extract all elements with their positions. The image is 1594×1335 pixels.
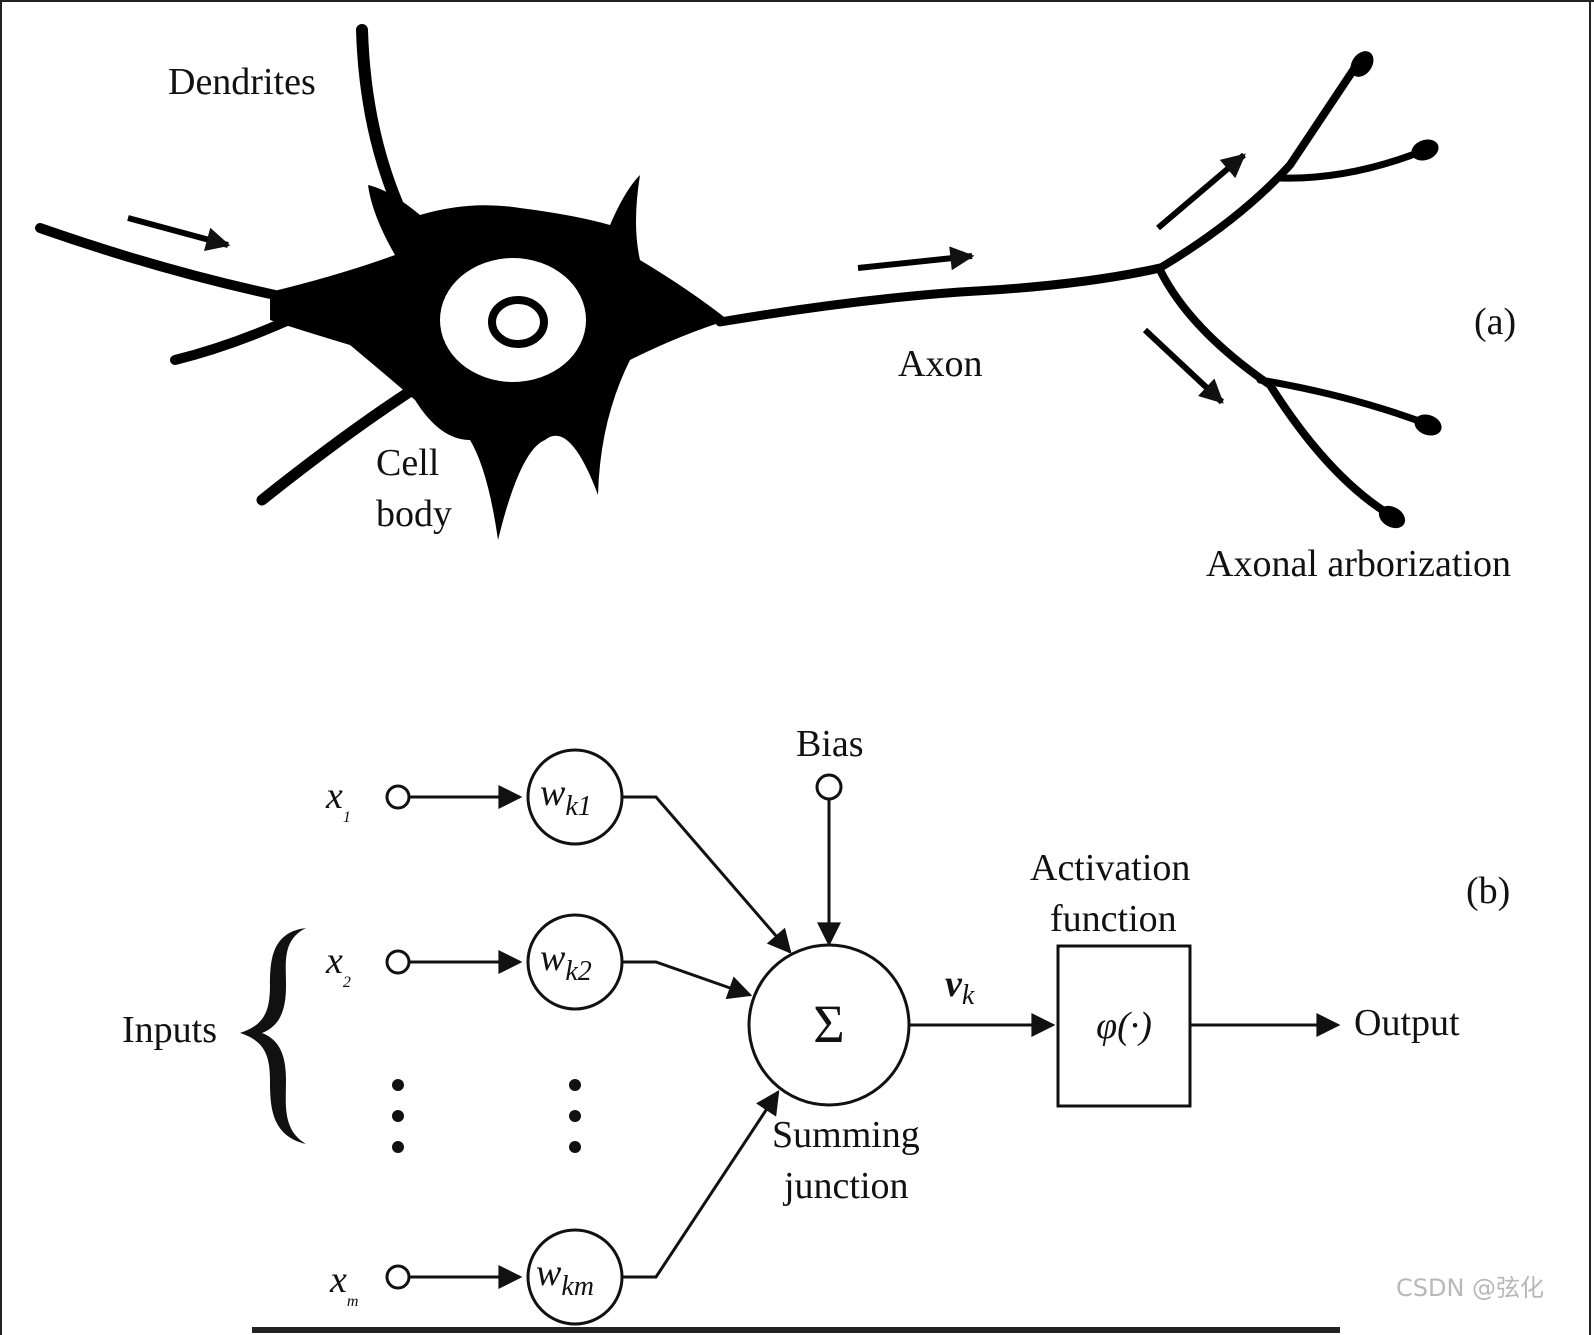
label-axon: Axon bbox=[898, 343, 982, 385]
label-inputs: Inputs bbox=[122, 1009, 217, 1051]
input-terminal-m bbox=[385, 1264, 411, 1290]
label-activation-line1: Activation bbox=[1030, 847, 1190, 889]
weight-label-km: wkm bbox=[536, 1252, 594, 1302]
biological-neuron bbox=[35, 24, 1442, 540]
dendrite-left bbox=[35, 223, 280, 300]
ellipsis-dot bbox=[392, 1110, 404, 1122]
arbor-branch-upper bbox=[1156, 56, 1364, 272]
arbor-branch-lower-side bbox=[1256, 376, 1434, 429]
ellipsis-dot bbox=[392, 1079, 404, 1091]
input-terminal-1 bbox=[385, 784, 411, 810]
arbor-branch-upper-side bbox=[1276, 146, 1429, 182]
ellipsis-dot bbox=[569, 1110, 581, 1122]
arbor-branch-lower bbox=[1156, 266, 1399, 522]
terminal-bouton bbox=[1414, 414, 1442, 436]
input-terminal-2 bbox=[385, 949, 411, 975]
induced-field-label: vk bbox=[945, 963, 975, 1011]
label-summing-line2: junction bbox=[782, 1165, 909, 1207]
ellipsis-dot bbox=[569, 1079, 581, 1091]
artificial-neuron-model bbox=[240, 748, 1341, 1326]
dendrite-top bbox=[356, 24, 406, 216]
label-output: Output bbox=[1354, 1002, 1460, 1044]
label-cell-body-line2: body bbox=[376, 493, 452, 535]
axon-fiber bbox=[715, 263, 1165, 327]
terminal-bouton bbox=[1411, 139, 1439, 161]
panel-tag-b: (b) bbox=[1466, 870, 1510, 912]
nucleus bbox=[440, 258, 586, 382]
terminal-bouton bbox=[1350, 51, 1374, 77]
panel-tag-a: (a) bbox=[1474, 301, 1516, 343]
signal-arrow-arbor-up bbox=[1156, 152, 1246, 231]
ellipsis-dot bbox=[392, 1141, 404, 1153]
label-activation-line2: function bbox=[1050, 898, 1177, 940]
activation-function-box bbox=[1056, 944, 1192, 1108]
watermark: CSDN @弦化 bbox=[1396, 1274, 1544, 1302]
sum-symbol: Σ bbox=[813, 994, 844, 1054]
signal-arrow-arbor-down bbox=[1142, 327, 1225, 405]
label-axonal-arborization: Axonal arborization bbox=[1206, 543, 1511, 585]
dendrite-bottom-left bbox=[256, 379, 426, 506]
signal-arrow-axon bbox=[857, 246, 975, 271]
arrow-weight-k2-to-sum bbox=[622, 960, 753, 1000]
ellipsis-dot bbox=[569, 1141, 581, 1153]
input-symbol-m: xm bbox=[329, 1259, 358, 1310]
nucleolus bbox=[488, 296, 548, 348]
signal-arrow-dendrite bbox=[127, 215, 231, 251]
weight-label-k2: wk2 bbox=[540, 937, 592, 987]
terminal-bouton bbox=[1378, 505, 1406, 529]
activation-symbol: φ(·) bbox=[1096, 1005, 1152, 1047]
label-bias: Bias bbox=[796, 723, 864, 765]
bias-terminal bbox=[815, 773, 843, 801]
weight-label-k1: wk1 bbox=[540, 772, 592, 822]
input-symbol-2: x2 bbox=[325, 940, 351, 991]
arrow-weight-km-to-sum bbox=[622, 1089, 780, 1279]
label-cell-body-line1: Cell bbox=[376, 442, 439, 484]
arrow-weight-k1-to-sum bbox=[622, 795, 792, 954]
label-summing-line1: Summing bbox=[772, 1114, 920, 1156]
inputs-brace bbox=[240, 928, 306, 1144]
input-symbol-1: x1 bbox=[325, 775, 351, 826]
label-dendrites: Dendrites bbox=[168, 61, 316, 103]
